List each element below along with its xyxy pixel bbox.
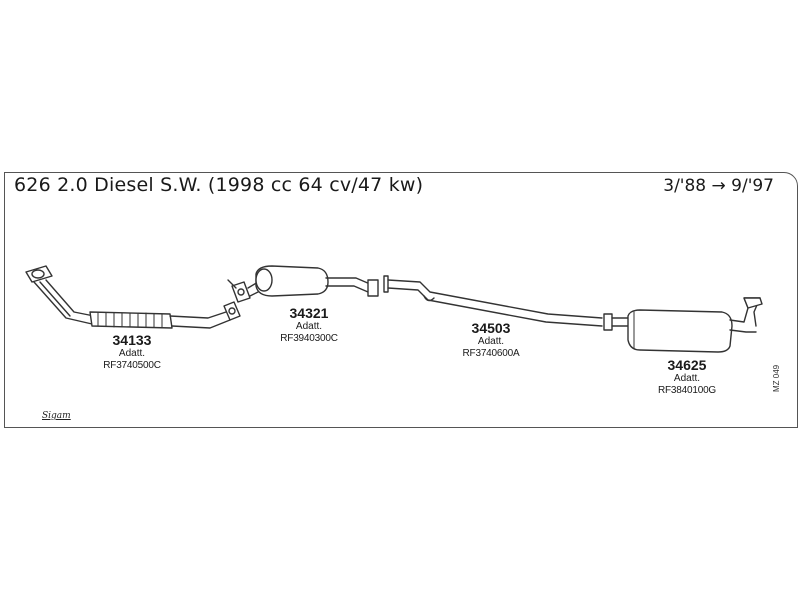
- middle-box-34321: [227, 265, 379, 303]
- part-note: Adatt.: [295, 321, 323, 332]
- part-number: 34503: [471, 320, 511, 336]
- intermediate-pipe-34503: [383, 275, 613, 331]
- part-ref: RF3740500C: [103, 360, 161, 371]
- drawing-code: MZ 049: [772, 364, 781, 392]
- rear-silencer-34625: [611, 297, 763, 353]
- part-number: 34133: [112, 332, 152, 348]
- brand-logo: Sigam: [42, 411, 71, 421]
- part-note: Adatt.: [477, 336, 505, 347]
- part-ref: RF3740600A: [462, 348, 520, 359]
- part-ref: RF3840100G: [657, 385, 717, 396]
- part-label-34503: 34503 Adatt. RF3740600A: [463, 321, 520, 360]
- part-note: Adatt.: [673, 373, 701, 384]
- diagram-title: 626 2.0 Diesel S.W. (1998 cc 64 cv/47 kw…: [14, 174, 424, 196]
- part-number: 34625: [667, 357, 707, 373]
- part-ref: RF3940300C: [280, 333, 338, 344]
- diagram-card: [4, 172, 798, 428]
- part-number: 34321: [289, 305, 329, 321]
- part-note: Adatt.: [118, 348, 146, 359]
- front-pipe-34133: [25, 265, 241, 329]
- production-period: 3/'88 → 9/'97: [663, 176, 774, 196]
- part-label-34625: 34625 Adatt. RF3840100G: [658, 358, 716, 397]
- part-label-34321: 34321 Adatt. RF3940300C: [280, 305, 338, 345]
- part-label-34133: 34133 Adatt. RF3740500C: [103, 332, 161, 372]
